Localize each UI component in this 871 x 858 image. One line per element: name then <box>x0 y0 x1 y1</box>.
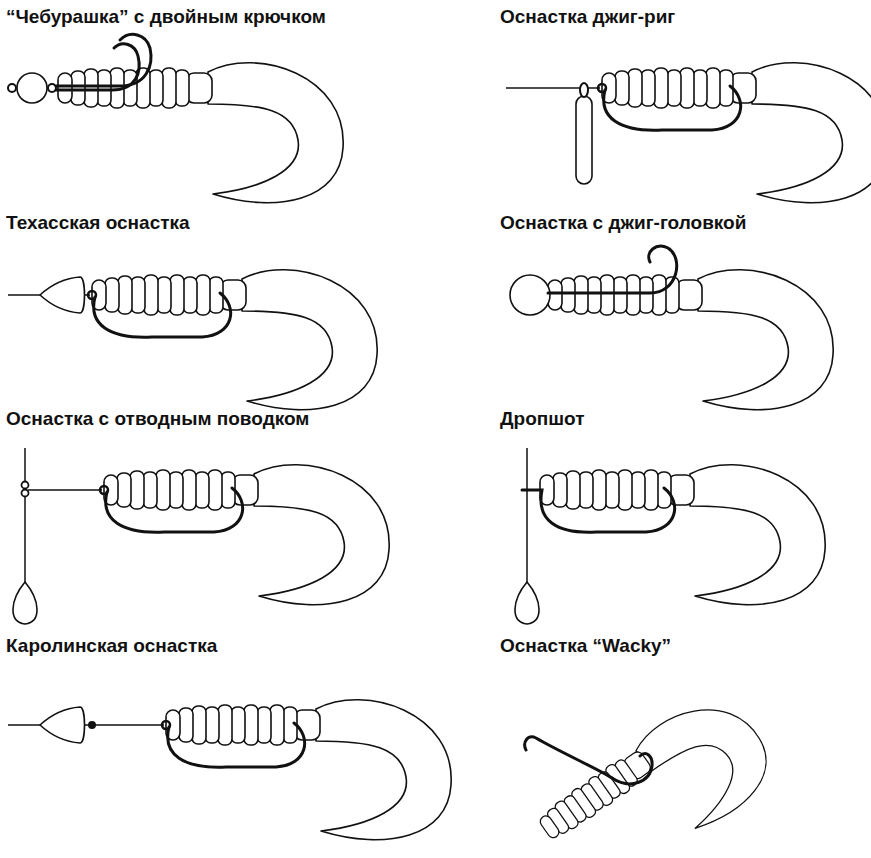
offshoot-leader-rig <box>13 448 389 624</box>
rig-title: Оснастка с джиг-головкой <box>500 212 746 234</box>
jig-head-rig <box>510 246 833 410</box>
dropshot-rig <box>515 448 825 624</box>
rig-title: Оснастка джиг-риг <box>500 6 675 28</box>
rig-title: Техасская оснастка <box>6 212 190 234</box>
cheburashka-rig <box>8 34 343 202</box>
rig-title: Оснастка с отводным поводком <box>6 408 309 430</box>
texas-rig <box>8 270 377 410</box>
rig-title: “Чебурашка” с двойным крючком <box>6 6 326 28</box>
rig-title: Дропшот <box>500 408 585 430</box>
jig-rig <box>506 63 871 203</box>
wacky-rig <box>525 683 785 858</box>
rig-title: Оснастка “Wacky” <box>500 635 671 657</box>
rig-title: Каролинская оснастка <box>6 635 217 657</box>
carolina-rig <box>8 700 451 840</box>
